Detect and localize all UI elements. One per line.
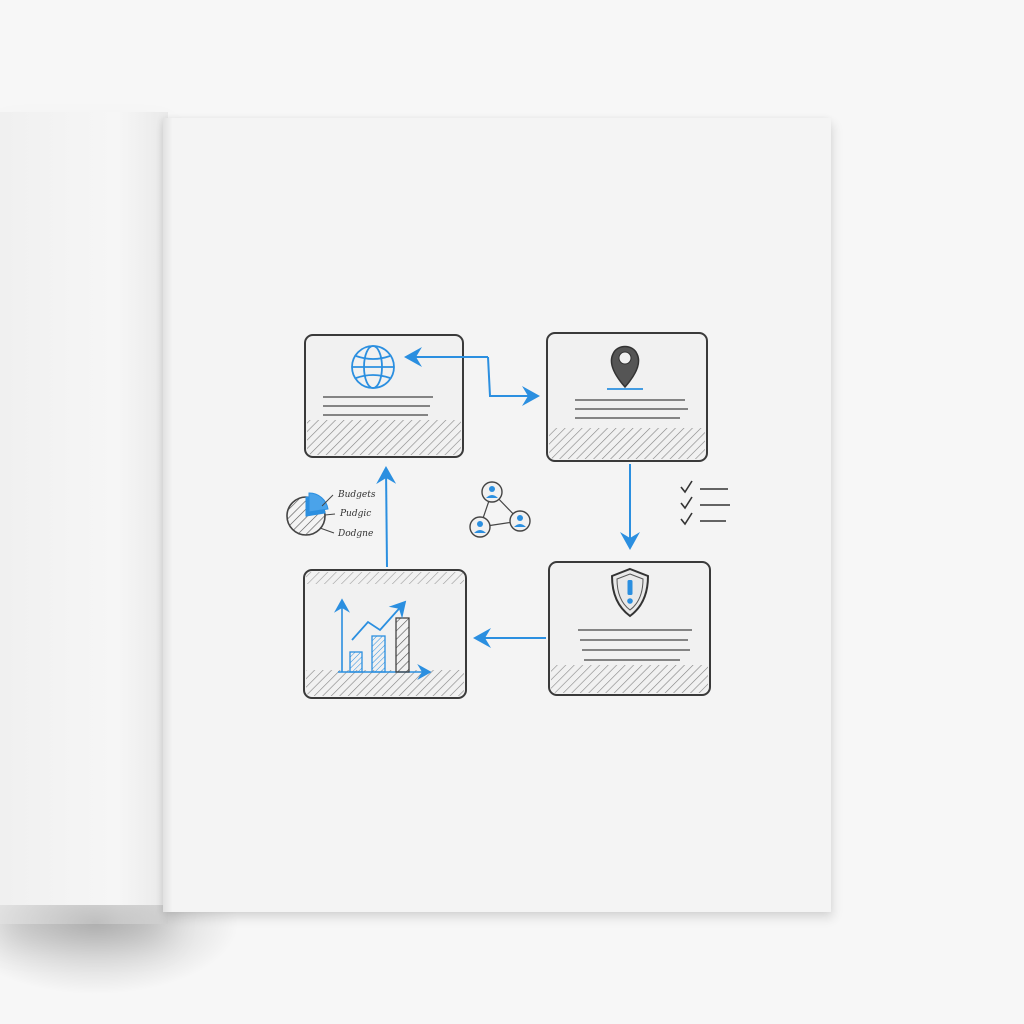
- left-page: [0, 112, 168, 924]
- map-pin-icon: [607, 345, 643, 390]
- connector-globe-location: [404, 347, 540, 406]
- user-node-top: [481, 481, 503, 503]
- page-shadow: [0, 905, 240, 995]
- user-node-left: [469, 516, 491, 538]
- bar-chart-icon: [334, 598, 432, 680]
- legend-label-2: Pudgic: [339, 509, 371, 519]
- user-node-right: [509, 510, 531, 532]
- globe-card: [304, 334, 464, 458]
- legend-label-1: Budgets: [337, 490, 376, 500]
- connector-chart-globe: [376, 466, 397, 568]
- globe-icon: [351, 345, 395, 389]
- security-card: [548, 561, 711, 696]
- location-card: [546, 332, 708, 462]
- shield-alert-icon: [610, 567, 650, 618]
- growth-chart-card: [303, 569, 467, 699]
- pie-chart-icon: [286, 492, 336, 536]
- checklist-icon: [680, 480, 730, 526]
- network-users-icon: [469, 481, 531, 538]
- right-page: [163, 118, 831, 912]
- book-spine: [163, 118, 173, 912]
- legend-label-3: Dodgne: [337, 529, 373, 539]
